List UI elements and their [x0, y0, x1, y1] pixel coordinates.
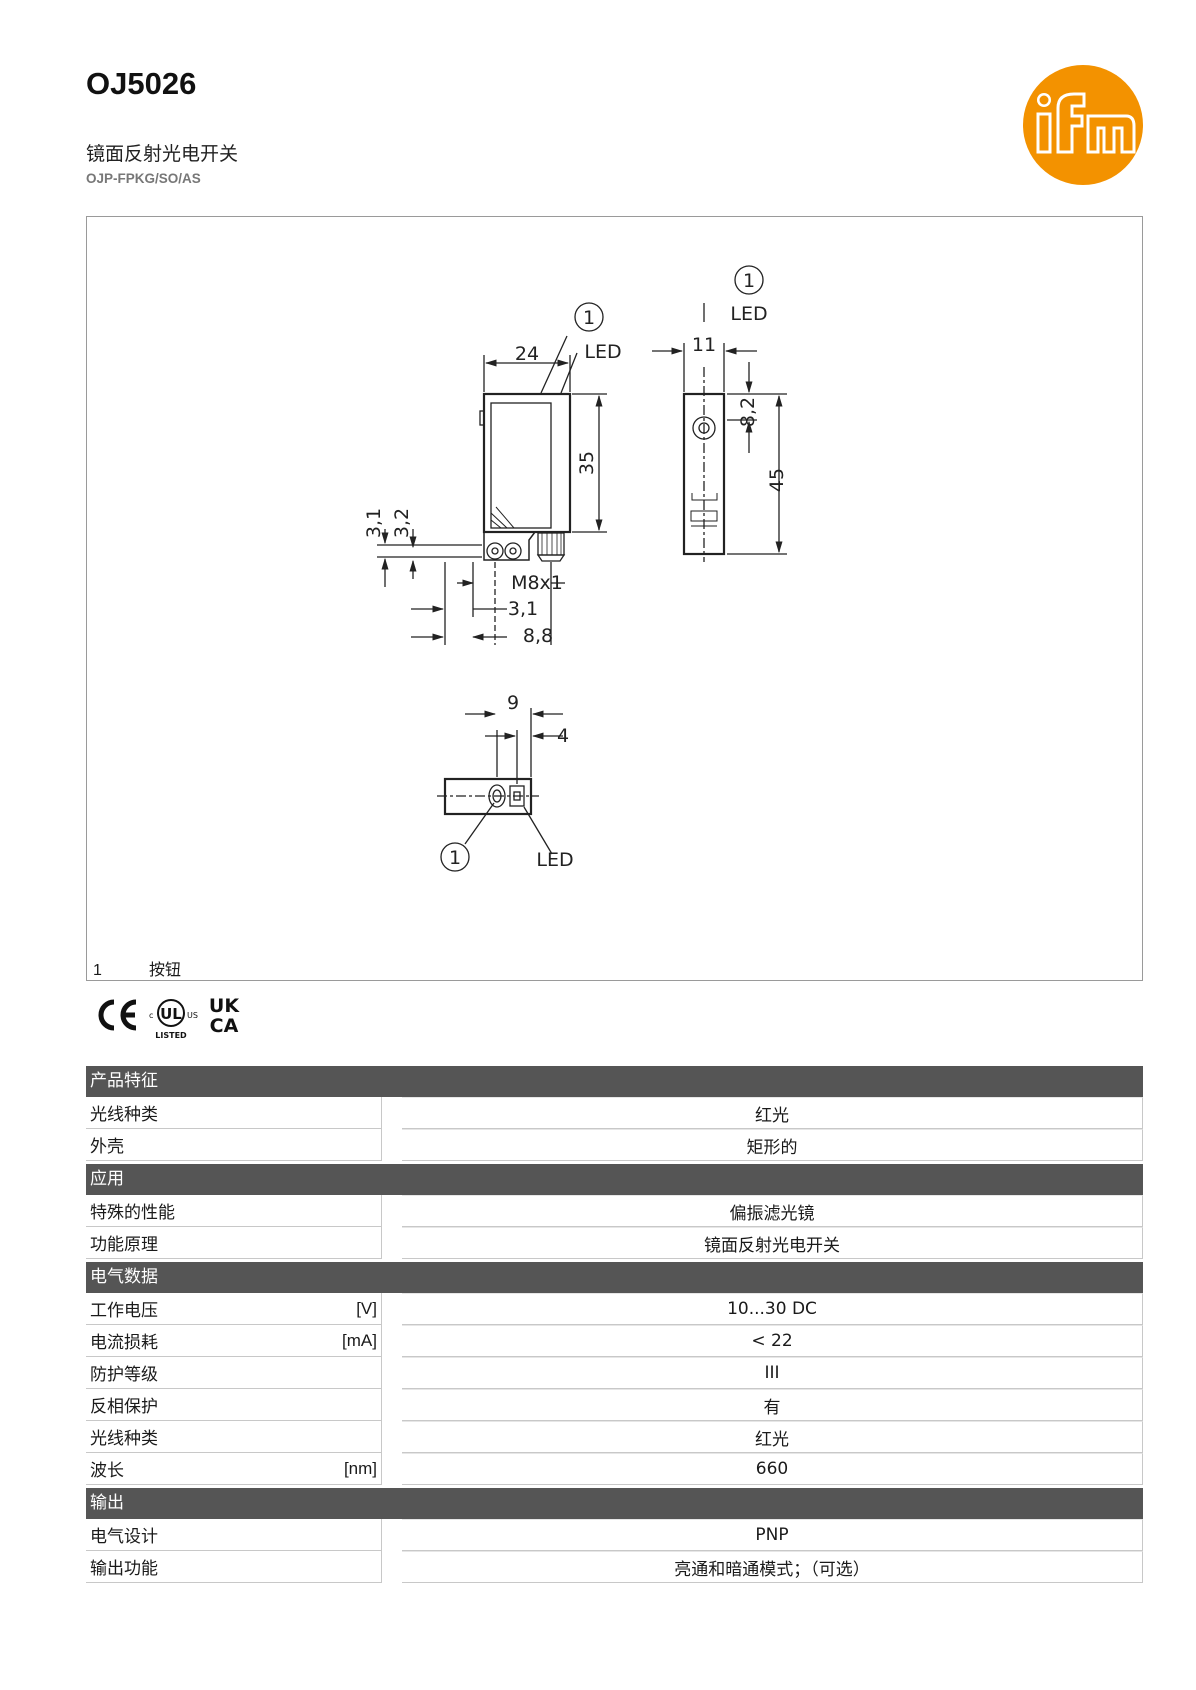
- spec-row: 防护等级 III: [86, 1357, 1143, 1389]
- spec-label-cell: 外壳: [86, 1129, 382, 1161]
- spec-value: 矩形的: [402, 1129, 1143, 1161]
- spec-label: 光线种类: [90, 1429, 158, 1449]
- spec-row: 电流损耗 [mA] < 22: [86, 1325, 1143, 1357]
- dim-8-8: 8,8: [523, 625, 553, 647]
- spec-label: 外壳: [90, 1137, 124, 1157]
- dim-3-1-top: 3,1: [363, 508, 385, 538]
- certification-marks: c UL US LISTED UK CA: [98, 995, 240, 1040]
- svg-text:UK: UK: [209, 995, 240, 1017]
- spec-row: 光线种类 红光: [86, 1097, 1143, 1129]
- spec-label: 电气设计: [90, 1527, 158, 1547]
- spec-label: 输出功能: [90, 1559, 158, 1579]
- legend-text: 按钮: [149, 960, 182, 979]
- spec-section-header: 应用: [86, 1164, 1143, 1195]
- spec-label: 防护等级: [90, 1365, 158, 1385]
- dimension-drawing: 1 1 1 LED LED LED 24 35 3,1 3,2 M8x1 3,1…: [86, 216, 1143, 981]
- svg-text:US: US: [187, 1011, 198, 1020]
- ifm-logo: [1023, 65, 1143, 185]
- led-label-front: LED: [584, 341, 621, 363]
- dim-24: 24: [515, 343, 539, 365]
- dim-9: 9: [507, 692, 519, 714]
- spec-row: 工作电压 [V] 10...30 DC: [86, 1293, 1143, 1325]
- spec-label-cell: 输出功能: [86, 1551, 382, 1583]
- spec-label: 电流损耗: [90, 1333, 158, 1353]
- spec-row: 特殊的性能 偏振滤光镜: [86, 1195, 1143, 1227]
- spec-row: 电气设计 PNP: [86, 1519, 1143, 1551]
- product-name: 镜面反射光电开关: [86, 143, 239, 165]
- spec-value: 偏振滤光镜: [402, 1195, 1143, 1227]
- spec-row: 功能原理 镜面反射光电开关: [86, 1227, 1143, 1259]
- spec-label-cell: 光线种类: [86, 1421, 382, 1453]
- spec-unit: [mA]: [342, 1330, 377, 1350]
- spec-section-header: 输出: [86, 1488, 1143, 1519]
- spec-label: 特殊的性能: [90, 1203, 175, 1223]
- spec-label: 光线种类: [90, 1105, 158, 1125]
- spec-label: 工作电压: [90, 1301, 158, 1321]
- spec-value: < 22: [402, 1325, 1143, 1357]
- spec-label: 波长: [90, 1461, 124, 1481]
- dim-45: 45: [766, 468, 788, 492]
- spec-value: III: [402, 1357, 1143, 1389]
- dim-m8x1: M8x1: [511, 572, 563, 594]
- dim-3-2: 3,2: [391, 508, 413, 538]
- spec-label-cell: 防护等级: [86, 1357, 382, 1389]
- product-code: OJ5026: [86, 66, 197, 101]
- drawing-legend: 1 按钮: [93, 956, 181, 980]
- spec-value: PNP: [402, 1519, 1143, 1551]
- dim-3-1-bottom: 3,1: [508, 598, 538, 620]
- svg-text:CA: CA: [210, 1015, 239, 1037]
- spec-table: 产品特征光线种类红光外壳矩形的应用特殊的性能偏振滤光镜功能原理镜面反射光电开关电…: [86, 1066, 1143, 1583]
- spec-label: 功能原理: [90, 1235, 158, 1255]
- dim-35: 35: [576, 451, 598, 475]
- spec-label-cell: 波长 [nm]: [86, 1453, 382, 1485]
- spec-row: 反相保护 有: [86, 1389, 1143, 1421]
- product-type: OJP-FPKG/SO/AS: [86, 171, 201, 186]
- ce-mark-icon: [98, 999, 137, 1031]
- spec-row: 外壳 矩形的: [86, 1129, 1143, 1161]
- spec-value: 660: [402, 1453, 1143, 1485]
- led-label-side: LED: [730, 303, 767, 325]
- spec-label-cell: 功能原理: [86, 1227, 382, 1259]
- callout-1-side: 1: [743, 270, 755, 292]
- dim-4: 4: [557, 725, 569, 747]
- spec-label-cell: 电气设计: [86, 1519, 382, 1551]
- dim-8-2: 8,2: [737, 397, 759, 427]
- svg-text:UL: UL: [160, 1005, 182, 1023]
- spec-value: 10...30 DC: [402, 1293, 1143, 1325]
- spec-row: 输出功能 亮通和暗通模式；（可选）: [86, 1551, 1143, 1583]
- spec-section-header: 电气数据: [86, 1262, 1143, 1293]
- legend-number: 1: [93, 962, 102, 979]
- spec-value: 红光: [402, 1097, 1143, 1129]
- spec-label-cell: 电流损耗 [mA]: [86, 1325, 382, 1357]
- spec-value: 镜面反射光电开关: [402, 1227, 1143, 1259]
- spec-value: 有: [402, 1389, 1143, 1421]
- led-label-top: LED: [536, 849, 573, 871]
- spec-label-cell: 特殊的性能: [86, 1195, 382, 1227]
- svg-text:c: c: [149, 1011, 153, 1020]
- spec-label-cell: 工作电压 [V]: [86, 1293, 382, 1325]
- ukca-mark-icon: UK CA: [209, 995, 240, 1037]
- spec-row: 波长 [nm] 660: [86, 1453, 1143, 1485]
- spec-unit: [nm]: [343, 1458, 377, 1478]
- spec-row: 光线种类 红光: [86, 1421, 1143, 1453]
- dim-11: 11: [692, 334, 716, 356]
- callout-1-top: 1: [449, 847, 461, 869]
- spec-value: 亮通和暗通模式；（可选）: [402, 1551, 1143, 1583]
- spec-label-cell: 光线种类: [86, 1097, 382, 1129]
- spec-unit: [V]: [356, 1298, 377, 1318]
- spec-label-cell: 反相保护: [86, 1389, 382, 1421]
- callout-1-front: 1: [583, 307, 595, 329]
- ul-listed-icon: c UL US LISTED: [149, 999, 198, 1040]
- spec-value: 红光: [402, 1421, 1143, 1453]
- spec-label: 反相保护: [90, 1397, 158, 1417]
- svg-text:LISTED: LISTED: [155, 1031, 187, 1040]
- spec-section-header: 产品特征: [86, 1066, 1143, 1097]
